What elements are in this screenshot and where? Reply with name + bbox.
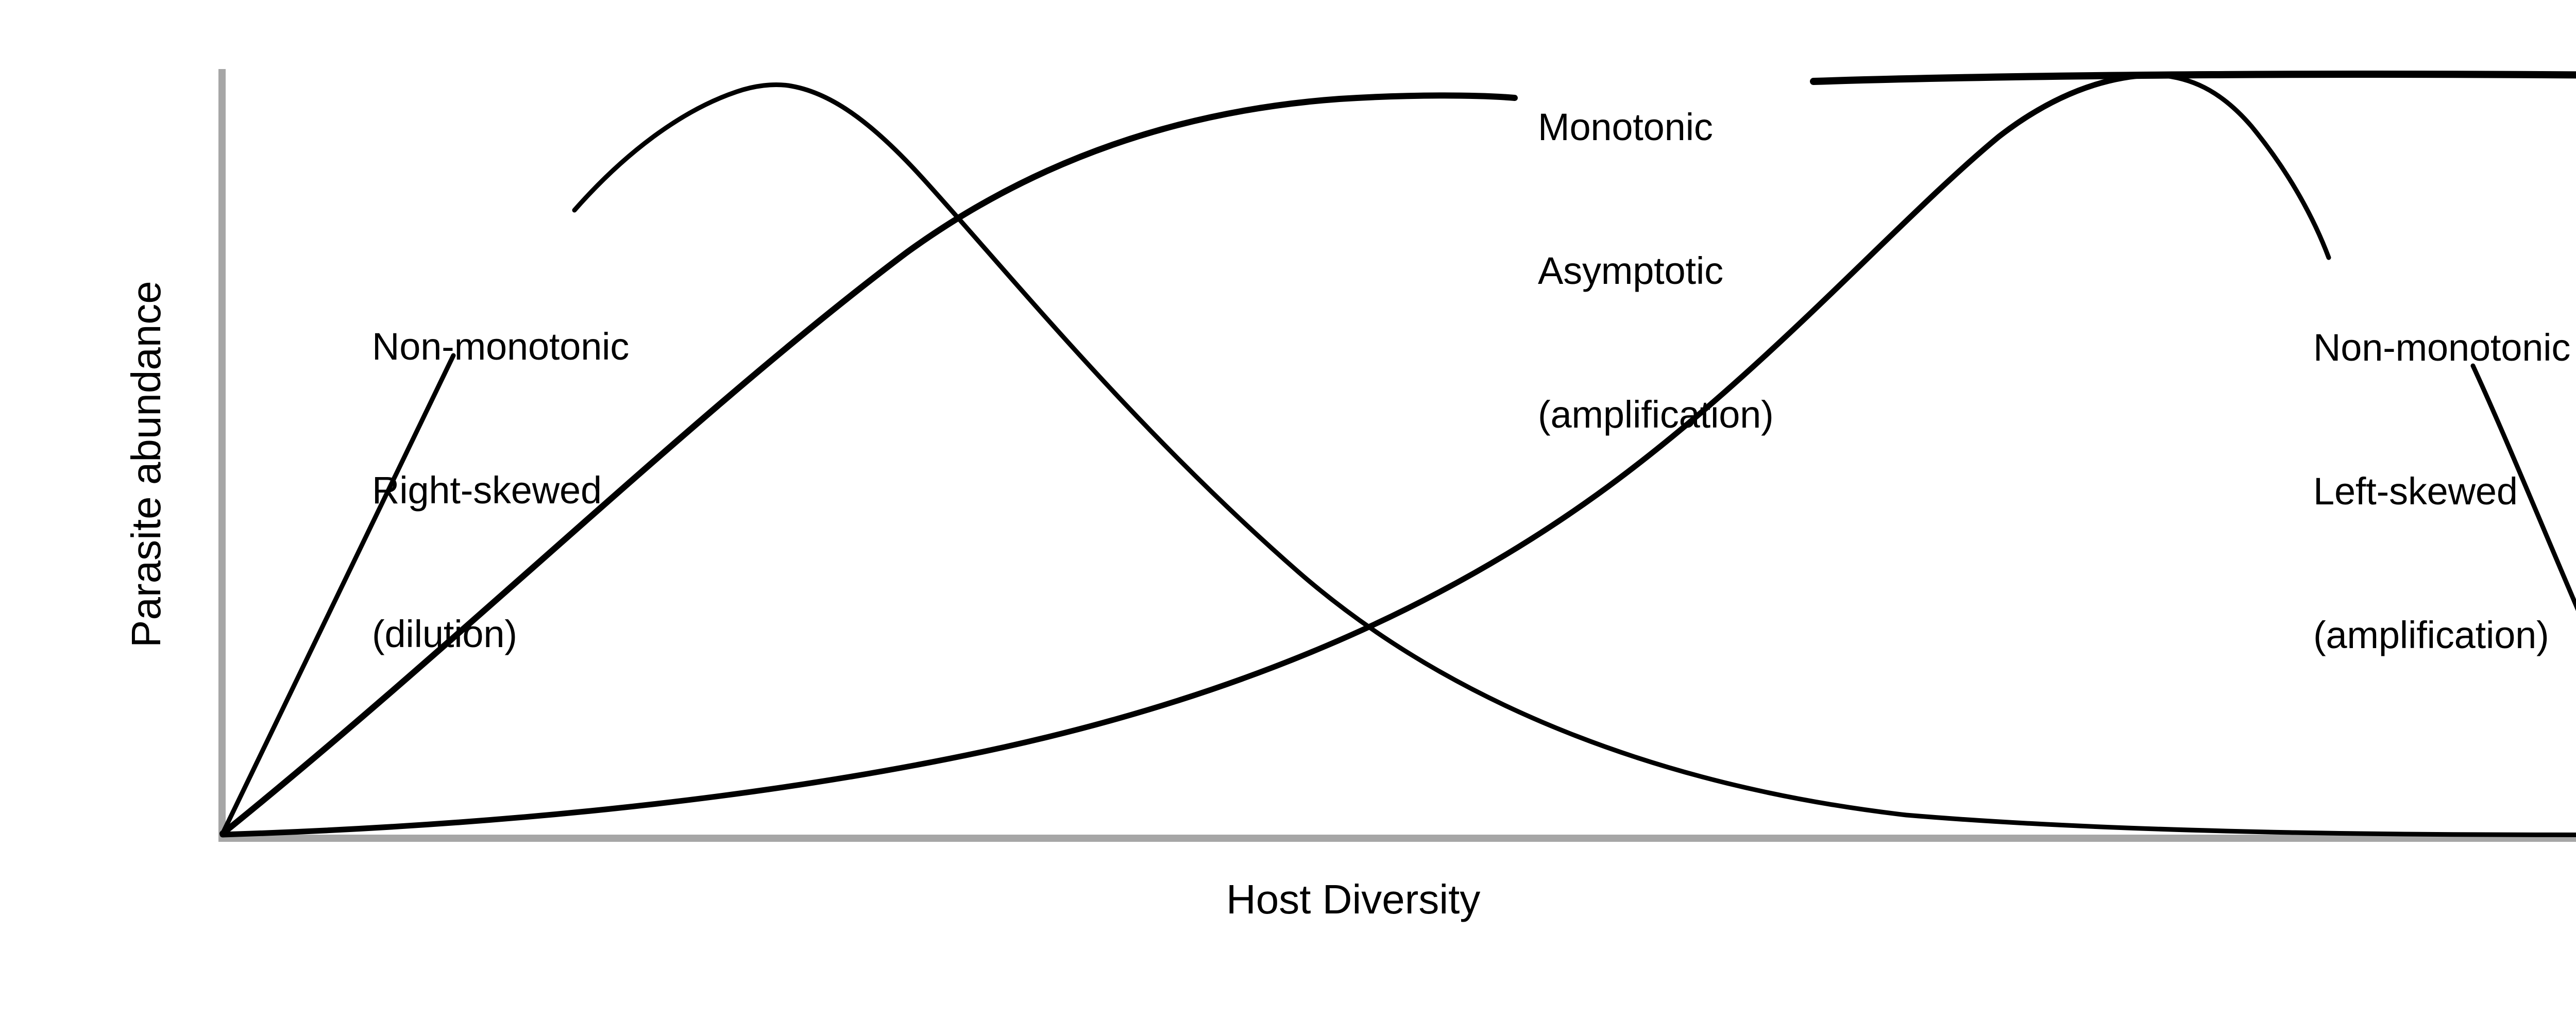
annotation-dilution-line-2: Right-skewed bbox=[372, 469, 602, 512]
y-axis-title: Parasite abundance bbox=[123, 281, 169, 648]
curve-left-skewed-fall-lower bbox=[2470, 363, 2576, 612]
annotation-dilution-line-3: (dilution) bbox=[372, 613, 517, 655]
annotation-asymptotic: Monotonic Asymptotic (amplification) bbox=[1538, 7, 1774, 534]
curve-dilution-fall bbox=[786, 83, 2576, 838]
curve-left-skewed-rise bbox=[219, 72, 2157, 838]
annotation-asymptotic-line-2: Asymptotic bbox=[1538, 249, 1723, 292]
annotation-left-skewed-line-1: Non-monotonic bbox=[2313, 326, 2571, 369]
annotation-left-skewed-line-2: Left-skewed bbox=[2313, 470, 2518, 513]
annotation-asymptotic-line-1: Monotonic bbox=[1538, 106, 1713, 148]
curve-dilution-rise-lower bbox=[220, 353, 456, 836]
annotation-left-skewed-line-3: (amplification) bbox=[2313, 614, 2549, 656]
curve-left-skewed-fall-upper bbox=[2151, 72, 2331, 260]
annotation-dilution: Non-monotonic Right-skewed (dilution) bbox=[372, 227, 629, 754]
curve-dilution-rise-upper bbox=[572, 82, 791, 213]
curve-asymptotic-plateau bbox=[1810, 71, 2576, 85]
annotation-left-skewed: Non-monotonic Left-skewed (amplification… bbox=[2313, 228, 2570, 755]
annotation-asymptotic-line-3: (amplification) bbox=[1538, 393, 1774, 436]
x-axis-title: Host Diversity bbox=[1226, 876, 1481, 922]
curve-asymptotic bbox=[219, 92, 1518, 837]
annotation-dilution-line-1: Non-monotonic bbox=[372, 325, 630, 368]
